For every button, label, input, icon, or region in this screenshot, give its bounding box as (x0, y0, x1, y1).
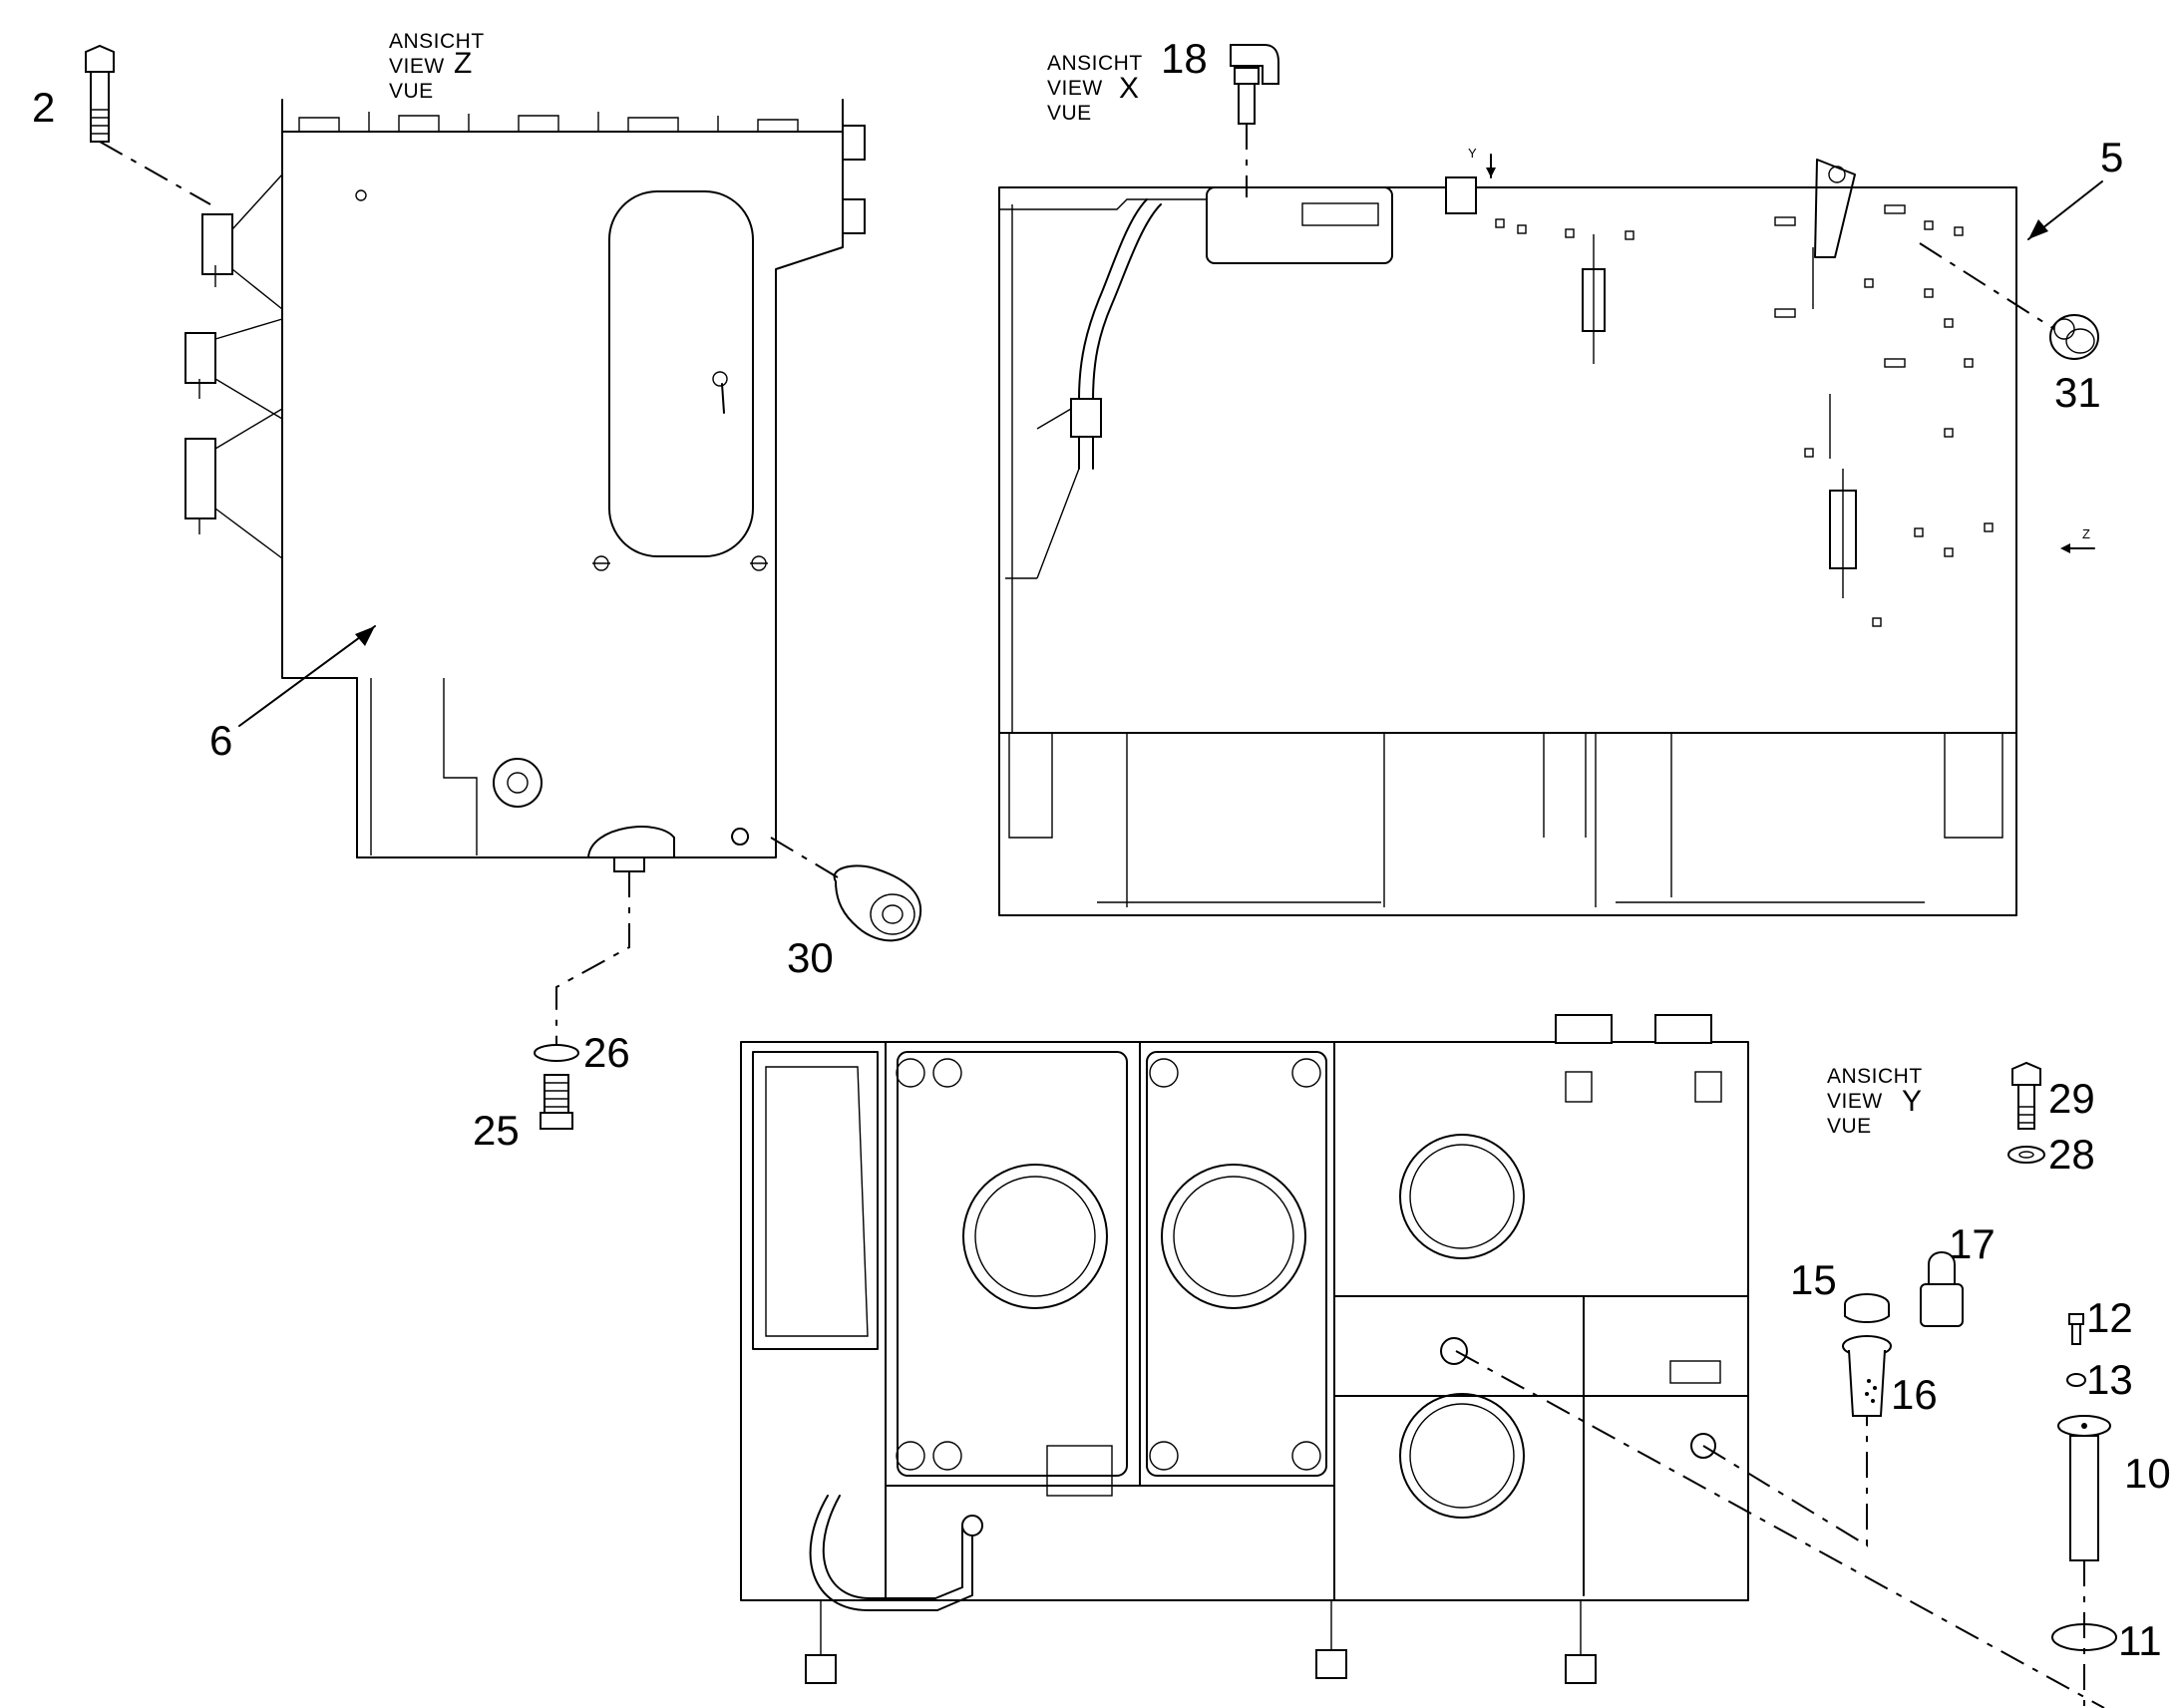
plug-part-30 (833, 864, 922, 942)
callout-29: 29 (2048, 1075, 2095, 1122)
callout-6: 6 (209, 717, 232, 764)
bolt-part-29 (2011, 1061, 2041, 1130)
callout-12: 12 (2086, 1294, 2133, 1341)
washer-part-28 (2007, 1146, 2045, 1164)
marker-y: Y (1468, 146, 1477, 161)
view-z-tank-side (184, 99, 866, 872)
view-y-line3: VUE (1827, 1115, 1872, 1138)
callout-10: 10 (2124, 1450, 2171, 1497)
strainer-part-16 (1842, 1335, 1892, 1417)
nipple-part-25 (540, 1074, 573, 1130)
view-z-line3: VUE (389, 80, 434, 103)
callout-11: 11 (2118, 1617, 2162, 1664)
ring-part-26 (534, 1044, 579, 1062)
view-y-line1: ANSICHT (1827, 1065, 1923, 1088)
view-y-letter: Y (1902, 1085, 1922, 1118)
callout-30: 30 (787, 934, 834, 981)
view-x-letter: X (1119, 72, 1139, 105)
plug-part-31 (2049, 314, 2099, 360)
view-y-label: ANSICHT VIEW VUE Y (1827, 1065, 1923, 1138)
callout-2: 2 (32, 84, 55, 131)
callout-16: 16 (1891, 1371, 1938, 1418)
leader-lines (99, 124, 2105, 1708)
callout-15: 15 (1790, 1256, 1837, 1303)
callout-13: 13 (2086, 1356, 2133, 1403)
fuel-sender-part-10 (2057, 1415, 2111, 1561)
view-x-tank-top (998, 159, 2017, 916)
bolt-part-2 (85, 44, 115, 143)
view-z-line2: VIEW (389, 55, 445, 78)
view-x-line3: VUE (1047, 102, 1092, 125)
view-y-tank-bottom (740, 1014, 1749, 1684)
view-x-line2: VIEW (1047, 77, 1103, 100)
callout-25: 25 (473, 1107, 520, 1154)
screw-part-12 (2068, 1313, 2084, 1345)
callout-31: 31 (2054, 369, 2101, 416)
view-x-line1: ANSICHT (1047, 52, 1143, 75)
view-z-letter: Z (454, 47, 472, 80)
view-x-label: ANSICHT VIEW VUE X (1047, 52, 1143, 125)
callout-17: 17 (1949, 1220, 1996, 1267)
callout-26: 26 (583, 1029, 630, 1076)
washer-part-13 (2066, 1373, 2086, 1387)
filler-cap-part-15 (1844, 1293, 1890, 1323)
marker-z: Z (2082, 526, 2090, 541)
view-z-line1: ANSICHT (389, 30, 485, 53)
elbow-fitting-part-18 (1230, 44, 1279, 125)
view-y-line2: VIEW (1827, 1090, 1883, 1113)
callout-5: 5 (2100, 134, 2123, 180)
callout-28: 28 (2048, 1131, 2095, 1178)
view-z-label: ANSICHT VIEW VUE Z (389, 30, 485, 103)
callout-18: 18 (1161, 35, 1208, 82)
padlock-part-17 (1920, 1251, 1964, 1327)
callout-numbers: 2 6 30 26 25 18 5 31 29 28 17 15 16 12 1… (32, 35, 2171, 1664)
